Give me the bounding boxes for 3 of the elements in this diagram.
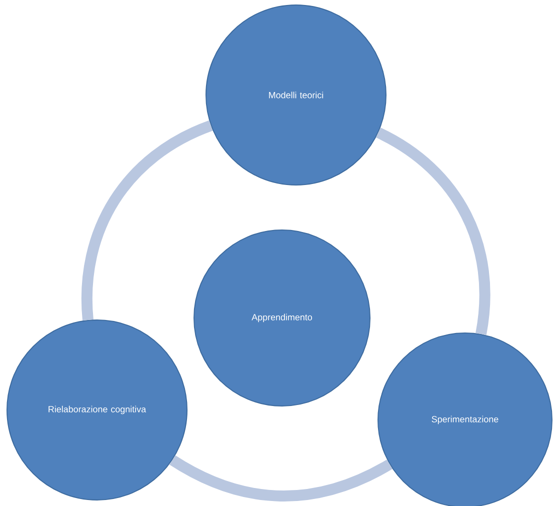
- ring-segment: [81, 120, 213, 320]
- ring-segment: [170, 455, 392, 502]
- ring-segment: [376, 128, 490, 335]
